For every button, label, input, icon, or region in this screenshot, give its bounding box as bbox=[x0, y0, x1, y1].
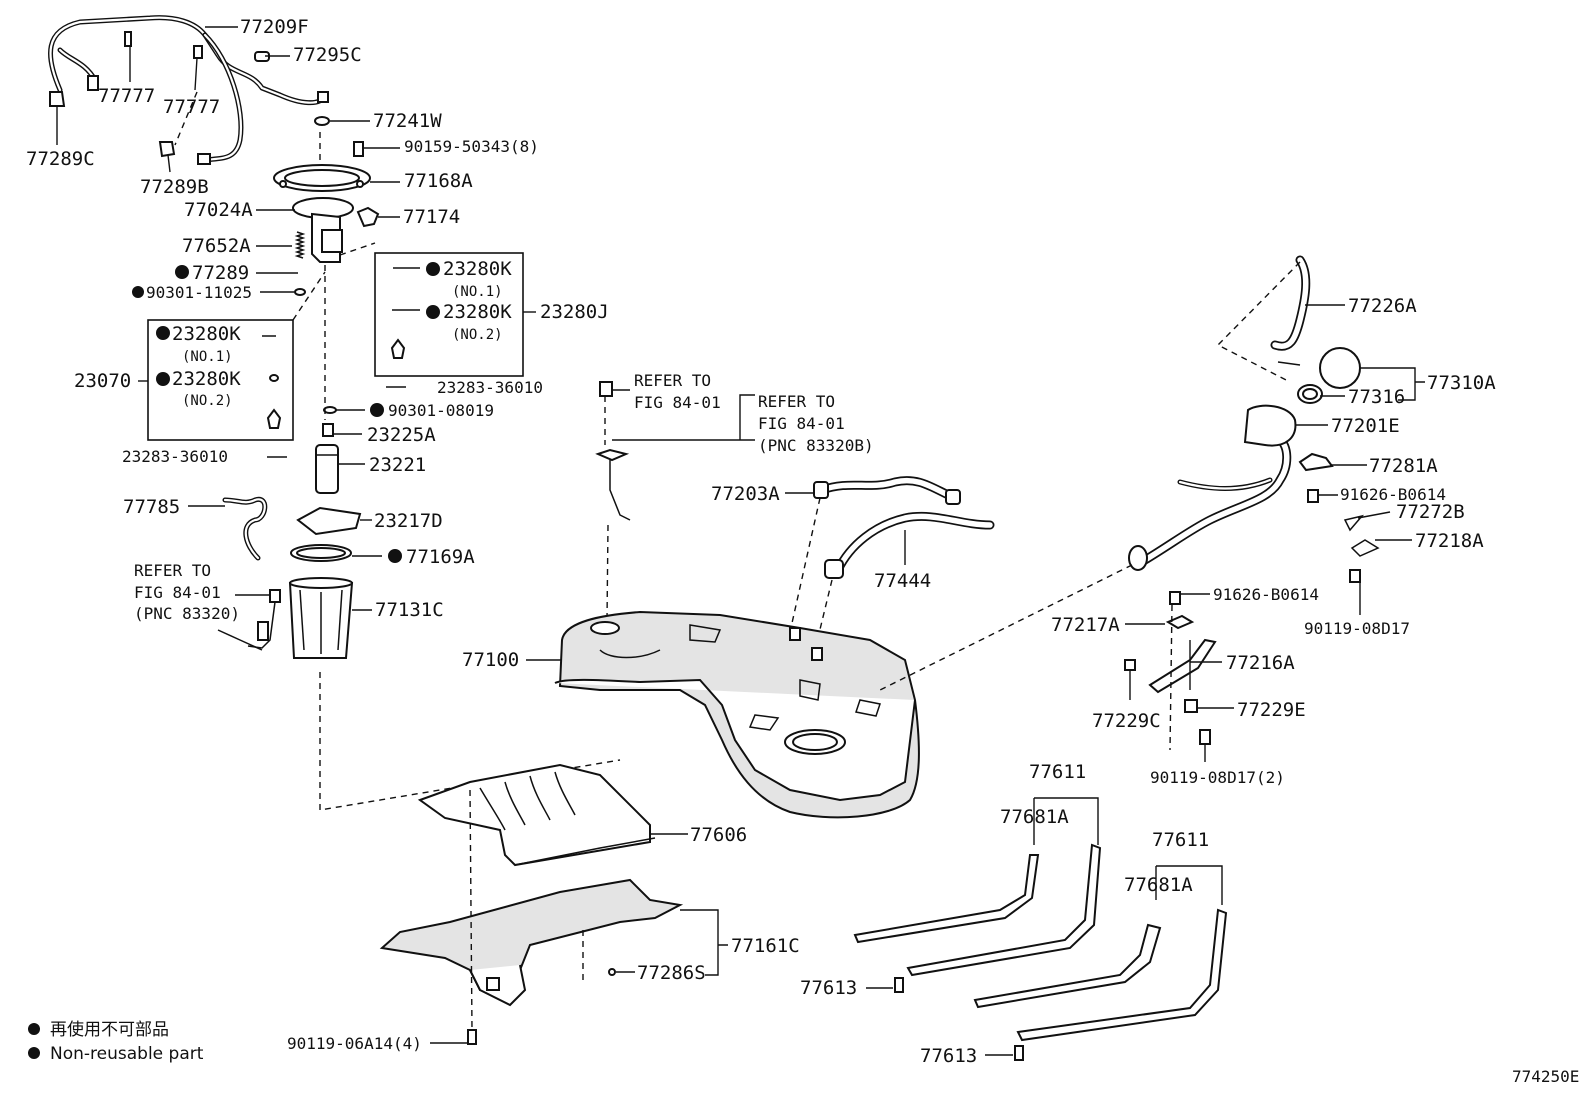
label-77216A: 77216A bbox=[1226, 652, 1295, 674]
label-23280K-no2-right: 23280K bbox=[443, 301, 512, 323]
label-77281A: 77281A bbox=[1369, 455, 1438, 477]
label-90301-08019: 90301-08019 bbox=[388, 401, 494, 420]
label-77161C: 77161C bbox=[731, 935, 800, 957]
label-77652A: 77652A bbox=[182, 235, 251, 257]
leader-lines bbox=[56, 26, 1425, 1056]
label-77310A: 77310A bbox=[1427, 372, 1496, 394]
label-23280K-no1-right: 23280K bbox=[443, 258, 512, 280]
label-23280K-no2-left: 23280K bbox=[172, 368, 241, 390]
sender-wire-77785 bbox=[222, 496, 268, 561]
legend-line-english: Non-reusable part bbox=[50, 1044, 204, 1064]
label-77241W: 77241W bbox=[373, 110, 442, 132]
label-90301-11025: 90301-11025 bbox=[146, 283, 252, 302]
protector-77161C bbox=[379, 878, 684, 1007]
label-refer-to-3: REFER TO bbox=[758, 392, 835, 411]
label-77295C: 77295C bbox=[293, 44, 362, 66]
label-fig-84-01-2: FIG 84-01 bbox=[634, 393, 721, 412]
tank-strap-77611-a bbox=[853, 843, 1102, 977]
label-77272B: 77272B bbox=[1396, 501, 1465, 523]
part-labels: 77209F 77295C 77777 77777 77289C 77289B … bbox=[26, 16, 1579, 1086]
label-90119-06A14: 90119-06A14(4) bbox=[287, 1034, 422, 1053]
label-77024A: 77024A bbox=[184, 199, 253, 221]
label-pnc-83320: (PNC 83320) bbox=[134, 604, 240, 623]
label-90119-08D17-2: 90119-08D17(2) bbox=[1150, 768, 1285, 787]
fuel-tank-77100 bbox=[554, 610, 920, 819]
kit-box-23070 bbox=[147, 319, 294, 441]
label-no2-left: (NO.2) bbox=[182, 393, 233, 409]
tank-strap-77611-b bbox=[973, 908, 1228, 1042]
kit-box-23280J bbox=[374, 252, 524, 377]
label-90119-08D17: 90119-08D17 bbox=[1304, 619, 1410, 638]
label-77611-a: 77611 bbox=[1029, 761, 1086, 783]
label-77217A: 77217A bbox=[1051, 614, 1120, 636]
label-77611-b: 77611 bbox=[1152, 829, 1209, 851]
label-77289: 77289 bbox=[192, 262, 249, 284]
label-77785: 77785 bbox=[123, 496, 180, 518]
label-23225A: 23225A bbox=[367, 424, 436, 446]
fuel-pump-assembly bbox=[273, 116, 621, 811]
sender-gauge-part bbox=[217, 589, 281, 651]
label-77777-a: 77777 bbox=[98, 85, 155, 107]
label-77168A: 77168A bbox=[404, 170, 473, 192]
label-77226A: 77226A bbox=[1348, 295, 1417, 317]
label-77316: 77316 bbox=[1348, 386, 1405, 408]
label-no1-left: (NO.1) bbox=[182, 349, 233, 365]
label-77201E: 77201E bbox=[1331, 415, 1400, 437]
label-90159-50343: 90159-50343(8) bbox=[404, 137, 539, 156]
label-refer-to-1: REFER TO bbox=[134, 561, 211, 580]
legend-line-japanese: 再使用不可部品 bbox=[50, 1019, 169, 1040]
label-77169A: 77169A bbox=[406, 546, 475, 568]
label-77613-b: 77613 bbox=[920, 1045, 977, 1067]
protector-77606 bbox=[417, 763, 656, 867]
label-77681A-b: 77681A bbox=[1124, 874, 1193, 896]
label-77289C: 77289C bbox=[26, 148, 95, 170]
label-77100: 77100 bbox=[462, 649, 519, 671]
label-77681A-a: 77681A bbox=[1000, 806, 1069, 828]
label-23221: 23221 bbox=[369, 454, 426, 476]
label-23070: 23070 bbox=[74, 370, 131, 392]
label-91626-B0614-a: 91626-B0614 bbox=[1340, 485, 1446, 504]
label-77218A: 77218A bbox=[1415, 530, 1484, 552]
label-23217D: 23217D bbox=[374, 510, 443, 532]
label-23283-36010-b: 23283-36010 bbox=[122, 447, 228, 466]
non-reusable-markers bbox=[28, 262, 440, 1059]
label-77203A: 77203A bbox=[711, 483, 780, 505]
label-fig-84-01-1: FIG 84-01 bbox=[134, 583, 221, 602]
hose-77203A bbox=[813, 476, 961, 505]
vent-valve-parts bbox=[595, 381, 631, 621]
filler-pipe-assembly bbox=[1128, 255, 1380, 583]
label-23280K-no1-left: 23280K bbox=[172, 323, 241, 345]
label-refer-to-2: REFER TO bbox=[634, 371, 711, 390]
label-pnc-83320B: (PNC 83320B) bbox=[758, 436, 874, 455]
label-77613-a: 77613 bbox=[800, 977, 857, 999]
label-77777-b: 77777 bbox=[163, 96, 220, 118]
hose-77444 bbox=[824, 511, 995, 579]
label-77286S: 77286S bbox=[637, 962, 706, 984]
legend: 再使用不可部品 Non-reusable part bbox=[50, 1019, 204, 1064]
wire-harness-77209F bbox=[47, 15, 329, 165]
label-no2-right: (NO.2) bbox=[452, 327, 503, 343]
label-77229E: 77229E bbox=[1237, 699, 1306, 721]
label-23280J: 23280J bbox=[540, 301, 609, 323]
label-fig-84-01-3: FIG 84-01 bbox=[758, 414, 845, 433]
label-77229C: 77229C bbox=[1092, 710, 1161, 732]
label-77606: 77606 bbox=[690, 824, 747, 846]
label-77131C: 77131C bbox=[375, 599, 444, 621]
label-77174: 77174 bbox=[403, 206, 460, 228]
label-77289B: 77289B bbox=[140, 176, 209, 198]
label-77444: 77444 bbox=[874, 570, 931, 592]
kit-small-parts bbox=[262, 267, 420, 458]
label-no1-right: (NO.1) bbox=[452, 284, 503, 300]
label-91626-B0614-b: 91626-B0614 bbox=[1213, 585, 1319, 604]
label-77209F: 77209F bbox=[240, 16, 309, 38]
label-23283-36010-a: 23283-36010 bbox=[437, 378, 543, 397]
figure-code: 774250E bbox=[1512, 1067, 1579, 1086]
